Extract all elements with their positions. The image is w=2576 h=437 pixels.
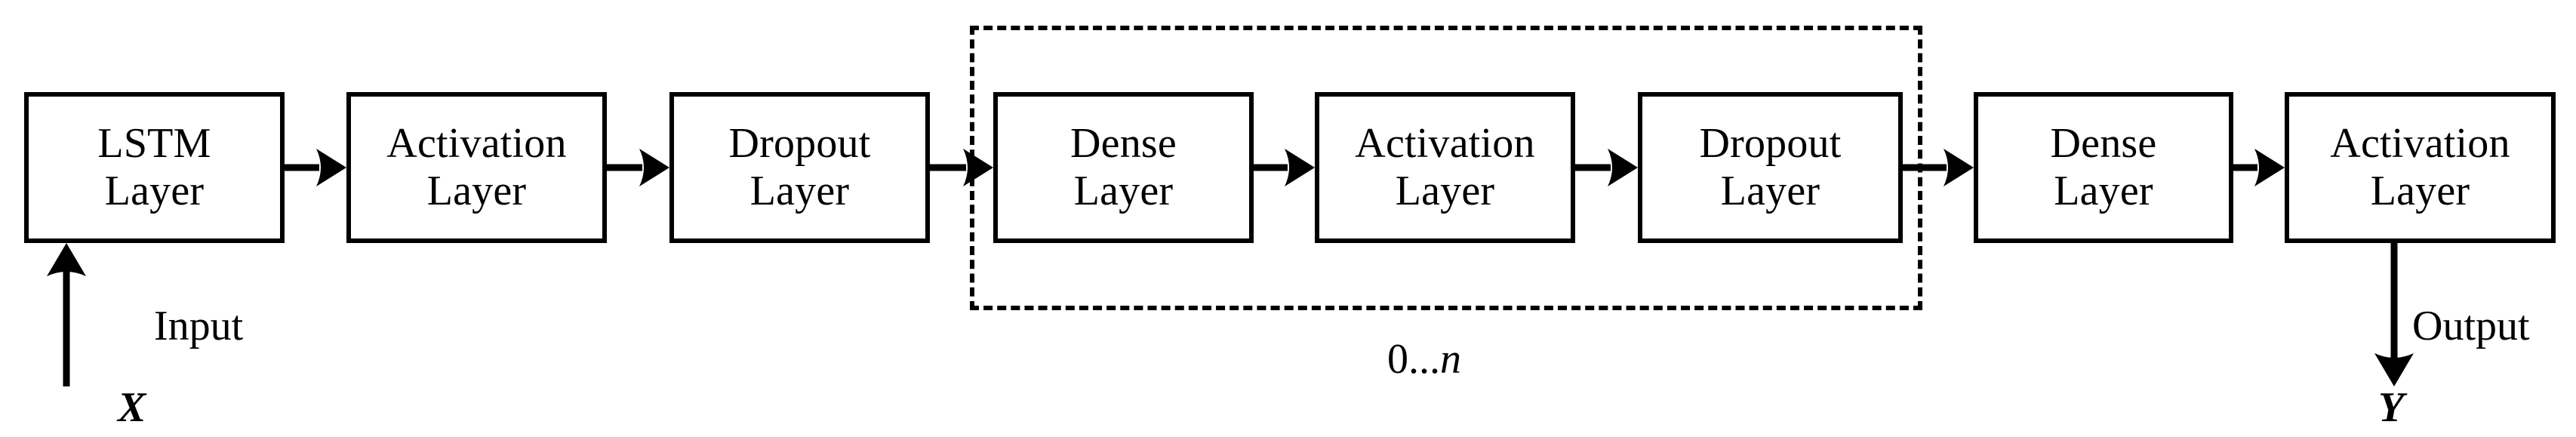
node-label-line1: Activation: [2330, 120, 2510, 168]
node-label-line2: Layer: [749, 168, 850, 214]
node-label-line1: Dense: [1070, 120, 1177, 168]
node-label-line1: Dropout: [1699, 120, 1842, 168]
output-label: Output: [2412, 303, 2530, 349]
repeat-count-label: 0...n: [1387, 338, 1461, 380]
node-label-line2: Layer: [2054, 168, 2153, 214]
output-symbol-y: Y: [2378, 384, 2405, 431]
arrow-activation-1-to-dropout-1-head: [639, 149, 669, 186]
node-label-line2: Layer: [104, 168, 205, 214]
arrow-output-head: [2374, 353, 2414, 386]
node-label-line1: LSTM: [97, 120, 211, 168]
node-label-line2: Layer: [1073, 168, 1174, 214]
repeat-count-variable-n: n: [1440, 336, 1461, 383]
node-label-line2: Layer: [1720, 168, 1820, 214]
node-label-line1: Dense: [2050, 120, 2157, 168]
node-label-line2: Layer: [2370, 168, 2470, 214]
arrow-input-head: [47, 243, 86, 276]
arrow-dropout-2-to-dense-2-head: [1944, 149, 1974, 186]
repeat-count-prefix: 0...: [1387, 336, 1440, 383]
arrow-lstm-to-activation-1-head: [316, 149, 346, 186]
node-label-line1: Dropout: [728, 120, 871, 168]
node-label-line1: Activation: [386, 120, 567, 168]
input-label: Input: [154, 303, 244, 349]
node-label-line2: Layer: [1395, 168, 1495, 214]
arrow-dense-2-to-activation-3-head: [2254, 149, 2285, 186]
node-label-line1: Activation: [1355, 120, 1535, 168]
node-label-line2: Layer: [426, 168, 527, 214]
input-symbol-x: X: [118, 384, 146, 431]
